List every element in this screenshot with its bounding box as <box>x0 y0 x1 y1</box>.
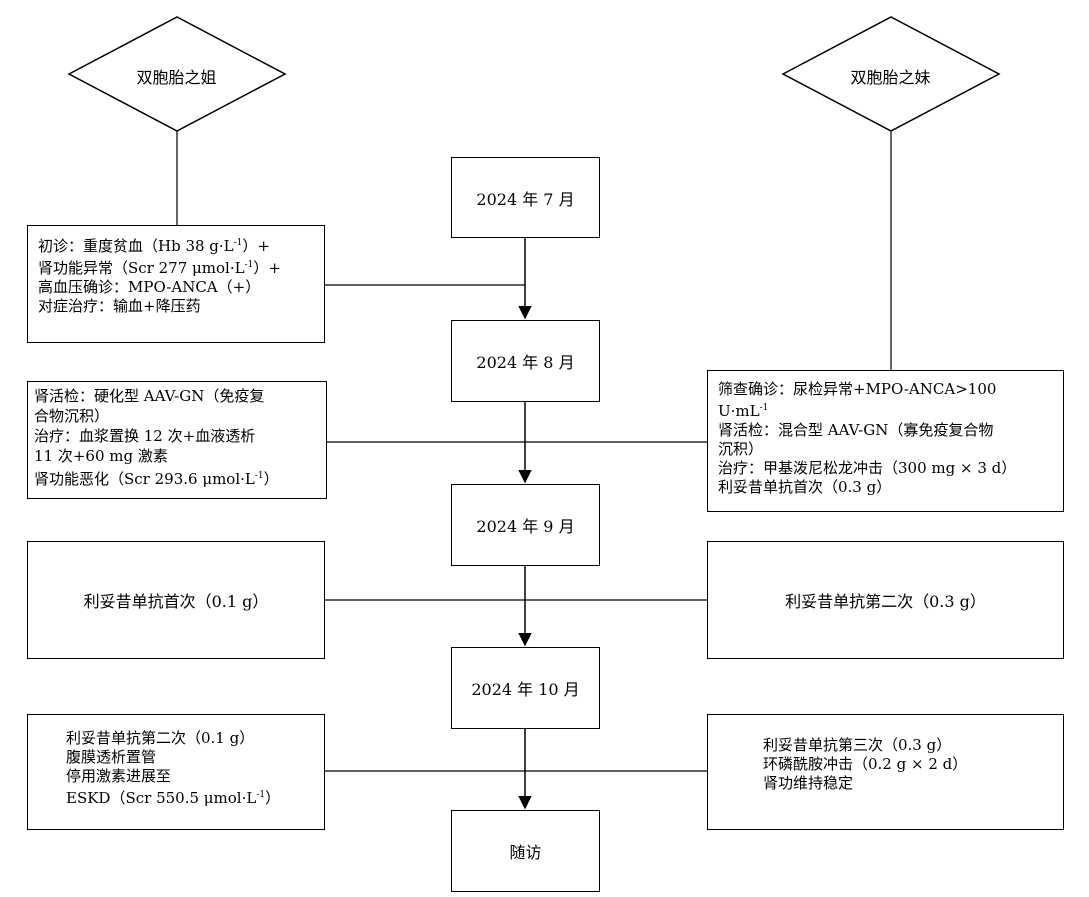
text-line: 对症治疗：输血+降压药 <box>38 297 201 315</box>
younger-sister-label: 双胞胎之妹 <box>850 68 931 87</box>
timeline-label: 2024 年 7 月 <box>476 189 575 209</box>
timeline-box-aug-2024: 2024 年 8 月 <box>451 320 600 402</box>
event-label: 利妥昔单抗第二次（0.3 g） <box>785 592 986 611</box>
younger-rituximab-second-box: 利妥昔单抗第二次（0.3 g） <box>707 541 1064 659</box>
text-line: 肾功能异常（Scr 277 μmol·L-1）+ <box>38 259 281 277</box>
text-line: 治疗：甲基泼尼松龙冲击（300 mg × 3 d） <box>718 459 1017 477</box>
text-line: 肾功能恶化（Scr 293.6 μmol·L-1） <box>34 470 279 488</box>
timeline-box-oct-2024: 2024 年 10 月 <box>451 647 600 729</box>
timeline-box-jul-2024: 2024 年 7 月 <box>451 157 600 238</box>
elder-sister-diamond <box>67 16 287 132</box>
text-line: 利妥昔单抗第三次（0.3 g） <box>763 736 952 754</box>
elder-biopsy-box: 肾活检：硬化型 AAV-GN（免疫复 合物沉积） 治疗：血浆置换 12 次+血液… <box>27 381 327 499</box>
followup-box: 随访 <box>451 810 600 892</box>
text-line: 肾活检：硬化型 AAV-GN（免疫复 <box>34 387 265 405</box>
followup-label: 随访 <box>509 843 542 862</box>
text-line: 肾活检：混合型 AAV-GN（寡免疫复合物 <box>718 421 994 439</box>
elder-initial-diagnosis-box: 初诊：重度贫血（Hb 38 g·L-1）+ 肾功能异常（Scr 277 μmol… <box>27 225 325 343</box>
text-line: U·mL-1 <box>718 402 769 420</box>
timeline-label: 2024 年 9 月 <box>476 517 575 536</box>
text-line: 利妥昔单抗首次（0.3 g） <box>718 478 892 496</box>
text-line: 沉积） <box>718 440 764 458</box>
text-line: 停用激素进展至 <box>66 767 172 785</box>
younger-rituximab-third-box: 利妥昔单抗第三次（0.3 g） 环磷酰胺冲击（0.2 g × 2 d） 肾功维持… <box>707 714 1064 830</box>
text-line: 合物沉积） <box>34 407 110 425</box>
elder-rituximab-second-box: 利妥昔单抗第二次（0.1 g） 腹膜透析置管 停用激素进展至 ESKD（Scr … <box>27 714 325 830</box>
text-line: 治疗：血浆置换 12 次+血液透析 <box>34 427 256 445</box>
text-line: 初诊：重度贫血（Hb 38 g·L-1）+ <box>38 237 270 255</box>
younger-screening-box: 筛查确诊：尿检异常+MPO-ANCA>100 U·mL-1 肾活检：混合型 AA… <box>707 370 1064 512</box>
timeline-label: 2024 年 10 月 <box>471 680 580 699</box>
text-line: ESKD（Scr 550.5 μmol·L-1） <box>66 789 281 807</box>
text-line: 肾功维持稳定 <box>763 774 854 792</box>
text-line: 筛查确诊：尿检异常+MPO-ANCA>100 <box>718 380 997 398</box>
elder-sister-label: 双胞胎之姐 <box>136 68 217 87</box>
event-label: 利妥昔单抗首次（0.1 g） <box>83 592 269 611</box>
text-line: 11 次+60 mg 激素 <box>34 447 168 465</box>
timeline-box-sep-2024: 2024 年 9 月 <box>451 484 600 566</box>
younger-sister-diamond <box>781 16 1001 132</box>
text-line: 腹膜透析置管 <box>66 748 157 766</box>
timeline-label: 2024 年 8 月 <box>476 353 575 372</box>
text-line: 高血压确诊：MPO-ANCA（+） <box>38 278 261 296</box>
text-line: 利妥昔单抗第二次（0.1 g） <box>66 729 255 747</box>
text-line: 环磷酰胺冲击（0.2 g × 2 d） <box>763 755 968 773</box>
elder-rituximab-first-box: 利妥昔单抗首次（0.1 g） <box>27 541 325 659</box>
